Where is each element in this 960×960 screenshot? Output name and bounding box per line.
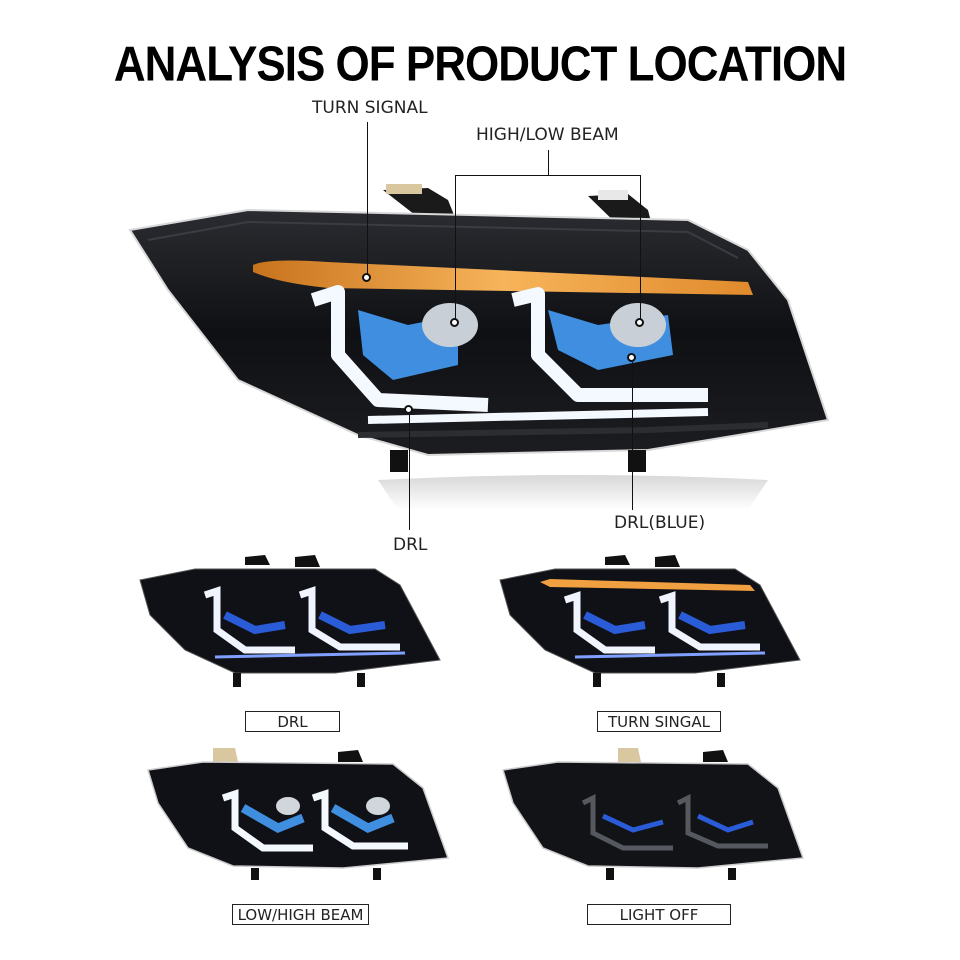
callout-high-beam-line [455, 175, 456, 319]
callout-high-beam-dot [450, 318, 459, 327]
headlight-illustration [128, 184, 830, 510]
callout-high-low-beam-bracket [455, 175, 641, 176]
headlight-drl-illustration [139, 555, 441, 687]
callout-high-low-beam-label: HIGH/LOW BEAM [476, 125, 619, 145]
callout-drl-blue-line [632, 362, 633, 510]
callout-drl-dot [404, 405, 413, 414]
panel-light-off-image [498, 748, 808, 888]
headlight-turn-signal-illustration [499, 555, 801, 687]
callout-drl-line [409, 414, 410, 530]
panel-caption-drl: DRL [245, 711, 340, 732]
page-title: ANALYSIS OF PRODUCT LOCATION [113, 37, 847, 92]
panel-low-high-beam-image [143, 748, 453, 888]
panel-drl-image [135, 555, 445, 695]
headlight-light-off-illustration [502, 748, 805, 880]
callout-high-low-beam-stem [548, 150, 549, 176]
callout-drl-blue-label: DRL(BLUE) [614, 513, 706, 533]
callout-drl-blue-dot [627, 353, 636, 362]
main-headlight-image [128, 180, 838, 510]
panel-caption-low-high-beam: LOW/HIGH BEAM [232, 904, 369, 925]
callout-turn-signal-label: TURN SIGNAL [312, 98, 428, 118]
panel-caption-light-off: LIGHT OFF [587, 904, 731, 925]
panel-turn-signal-image [495, 555, 805, 695]
callout-drl-label: DRL [393, 535, 428, 555]
callout-turn-signal-line [367, 122, 368, 274]
callout-turn-signal-dot [362, 273, 371, 282]
callout-low-beam-dot [635, 318, 644, 327]
headlight-low-high-beam-illustration [147, 748, 450, 880]
panel-caption-turn-signal: TURN SINGAL [597, 711, 721, 732]
callout-low-beam-line [640, 175, 641, 319]
